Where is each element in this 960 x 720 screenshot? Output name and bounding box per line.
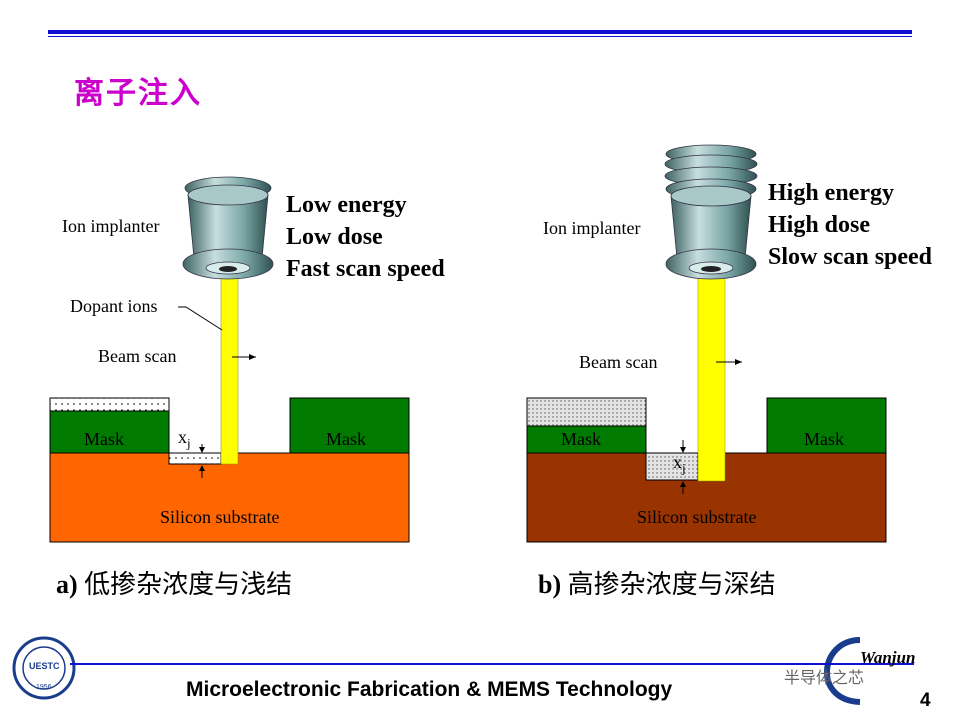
ion-beam-b: [697, 272, 726, 482]
implanter-label-a: Ion implanter: [62, 216, 160, 236]
beam-scan-label-a: Beam scan: [98, 346, 177, 366]
page-number: 4: [920, 690, 931, 711]
caption-b: b) 高掺杂浓度与深结: [538, 570, 776, 599]
xj-label-a: xj: [178, 427, 191, 451]
substrate-label-b: Silicon substrate: [637, 507, 757, 527]
param-scan-b: Slow scan speed: [768, 244, 933, 270]
dopant-ions-label: Dopant ions: [70, 296, 158, 316]
mask-right-a: [289, 397, 410, 454]
footer-rule: [70, 663, 914, 665]
junction-a: [168, 452, 222, 465]
course-title: Microelectronic Fabrication & MEMS Techn…: [186, 678, 673, 701]
dopant-leader-a: [178, 306, 223, 331]
params-a: Low energy Low dose Fast scan speed: [286, 189, 445, 285]
mask-right-label-b: Mask: [804, 429, 844, 449]
mask-doped-layer-b: [526, 397, 647, 427]
mask-right-label-a: Mask: [326, 429, 366, 449]
page-title: 离子注入: [74, 76, 202, 111]
xj-label-b: xj: [673, 452, 686, 476]
implanter-label-b: Ion implanter: [543, 218, 641, 238]
watermark: 半导体之芯: [784, 668, 865, 687]
author-logo-mark: [823, 637, 861, 705]
top-rule-thin: [48, 36, 912, 37]
junction-b: [645, 452, 699, 481]
mask-right-b: [766, 397, 887, 454]
param-energy-b: High energy: [768, 180, 894, 206]
logo-year: 1956: [36, 684, 52, 691]
mask-left-b: [526, 425, 647, 454]
param-energy-a: Low energy: [286, 192, 407, 218]
ion-implanter-a: [182, 176, 274, 280]
author-name: Wanjun: [860, 648, 916, 667]
substrate-a: [49, 452, 410, 543]
uestc-logo: [12, 636, 76, 700]
top-rule: [48, 30, 912, 34]
param-scan-a: Fast scan speed: [286, 256, 445, 282]
mask-left-a: [49, 410, 170, 454]
beam-scan-label-b: Beam scan: [579, 352, 658, 372]
ion-beam-a: [220, 272, 239, 465]
mask-left-label-b: Mask: [561, 429, 601, 449]
caption-a: a) 低掺杂浓度与浅结: [56, 570, 293, 599]
param-dose-b: High dose: [768, 212, 871, 238]
params-b: High energy High dose Slow scan speed: [768, 177, 932, 273]
mask-doped-layer-a: [49, 397, 170, 412]
mask-left-label-a: Mask: [84, 429, 124, 449]
ion-implanter-b: [664, 144, 758, 280]
param-dose-a: Low dose: [286, 224, 383, 250]
logo-text: UESTC: [29, 661, 60, 671]
substrate-label-a: Silicon substrate: [160, 507, 280, 527]
